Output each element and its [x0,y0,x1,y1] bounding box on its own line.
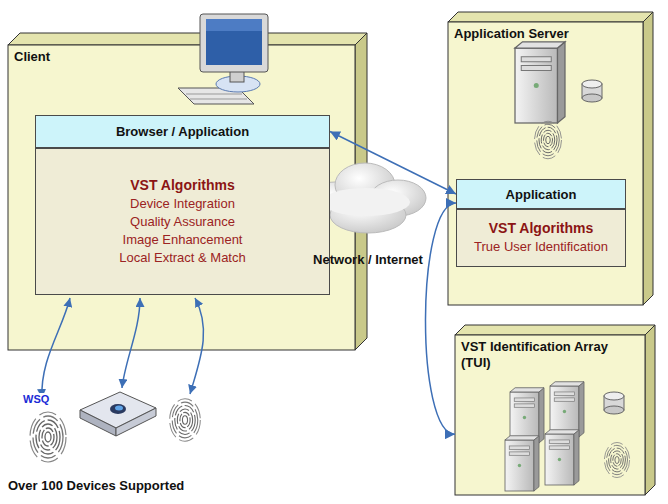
node-heading: VST Algorithms [130,176,235,195]
server-box: Application ServerApplicationVST Algorit… [448,22,643,305]
algorithm-box: VST AlgorithmsDevice IntegrationQuality … [35,148,330,295]
node-text: Image Enhancement [123,231,243,249]
node-heading: VST Identification Array (TUI) [455,335,637,374]
node-heading: VST Algorithms [489,219,594,238]
node-heading: Application Server [448,22,643,45]
node-heading: Application [506,187,577,202]
node-text: Local Extract & Match [119,249,245,267]
network-connector [330,132,456,195]
node-heading: Browser / Application [116,124,249,139]
network-connector [425,203,456,434]
format-label: WSQ [22,393,50,405]
node-text: True User Identification [474,238,608,256]
browser-box: Browser / Application [35,115,330,148]
node-heading: Client [8,45,355,68]
device-caption: Over 100 Devices Supported [8,478,184,493]
network-label: Network / Internet [313,252,423,268]
array-box: VST Identification Array (TUI) [455,335,645,495]
application-box: Application [456,179,626,209]
node-text: Quality Assurance [130,213,235,231]
client-box: ClientBrowser / ApplicationVST Algorithm… [8,45,355,350]
algorithm-box: VST AlgorithmsTrue User Identification [456,209,626,267]
node-text: Device Integration [130,195,235,213]
